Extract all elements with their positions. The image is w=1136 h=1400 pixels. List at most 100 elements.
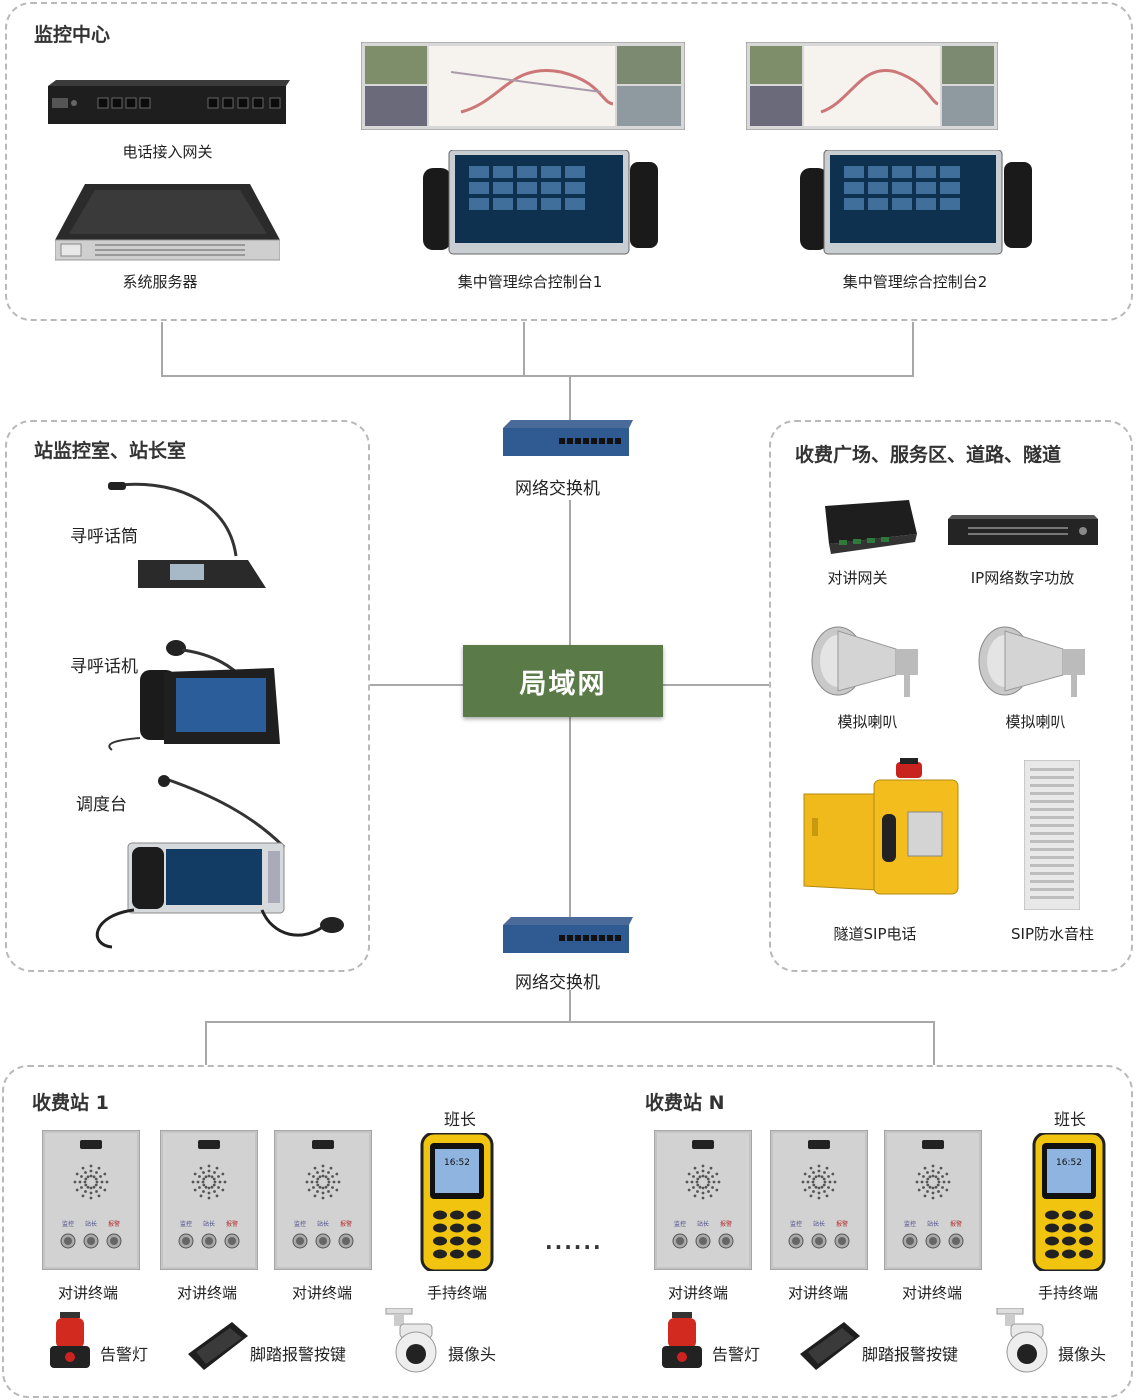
- monitoring-center-zone: [5, 2, 1133, 321]
- phone-gateway-device: [48, 80, 290, 124]
- sip-column-speaker-device: [1024, 760, 1080, 910]
- svg-text:16:52: 16:52: [444, 1158, 470, 1168]
- intercom-gateway-label: 对讲网关: [827, 569, 888, 587]
- stationN-terminal1-label: 对讲终端: [667, 1284, 728, 1302]
- alarm-light-1: [50, 1312, 90, 1368]
- dispatch-console-label: 调度台: [76, 795, 127, 815]
- link-console1: [523, 322, 525, 376]
- intercom-terminal-n-1: 监控 站长 报警: [654, 1130, 752, 1270]
- station1-handheld-label: 手持终端: [426, 1284, 487, 1302]
- monitoring-center-title: 监控中心: [34, 24, 111, 46]
- station-room-title: 站监控室、站长室: [34, 440, 187, 462]
- svg-text:站长: 站长: [927, 1220, 939, 1228]
- stationN-pedal-label: 脚踏报警按键: [862, 1345, 959, 1364]
- station1-terminal1-label: 对讲终端: [57, 1284, 118, 1302]
- intercom-terminal-1-3: 监控站长报警: [274, 1130, 372, 1270]
- console-2-label: 集中管理综合控制台2: [842, 273, 988, 291]
- intercom-terminal-1-2: 监控 站长 报警: [160, 1130, 258, 1270]
- ip-amplifier-label: IP网络数字功放: [970, 569, 1075, 587]
- console-1-device: [423, 150, 658, 255]
- link-lan-right: [663, 684, 769, 686]
- svg-text:监控: 监控: [62, 1220, 74, 1228]
- link-console2: [912, 322, 914, 376]
- paging-mic-label: 寻呼话筒: [70, 527, 138, 547]
- intercom-gateway-device: [825, 500, 917, 554]
- svg-text:监控: 监控: [674, 1220, 686, 1228]
- toll-stations-zone: [2, 1065, 1133, 1398]
- svg-text:报警: 报警: [836, 1220, 848, 1228]
- field-zone: [769, 420, 1133, 972]
- link-station1: [205, 1021, 207, 1065]
- stations-ellipsis: ······: [545, 1235, 603, 1259]
- alarm-light-n: [662, 1312, 702, 1368]
- link-switch-to-lan: [569, 500, 571, 645]
- analog-horn-1-label: 模拟喇叭: [837, 713, 898, 731]
- svg-text:站长: 站长: [697, 1220, 709, 1228]
- link-station-bus: [205, 1021, 935, 1023]
- ip-amplifier-device: [948, 515, 1098, 545]
- station1-camera-label: 摄像头: [448, 1345, 497, 1364]
- switch-bottom-device: [503, 917, 633, 953]
- video-wall-1: [361, 42, 685, 130]
- analog-horn-1: [811, 626, 918, 697]
- handheld-terminal-n: 16:52: [1032, 1133, 1106, 1271]
- camera-1: [385, 1308, 437, 1373]
- link-lan-left: [370, 684, 463, 686]
- station1-terminal3-label: 对讲终端: [291, 1284, 352, 1302]
- switch-top-label: 网络交换机: [515, 479, 600, 499]
- analog-horn-2: [978, 626, 1085, 697]
- svg-text:站长: 站长: [85, 1220, 97, 1228]
- paging-mic-device: [108, 482, 266, 588]
- tunnel-sip-phone-label: 隧道SIP电话: [833, 925, 917, 943]
- svg-text:报警: 报警: [950, 1220, 962, 1228]
- svg-text:站长: 站长: [813, 1220, 825, 1228]
- link-switch-down: [569, 990, 571, 1022]
- svg-text:监控: 监控: [904, 1220, 916, 1228]
- handheld-terminal-1: 16:52: [420, 1133, 494, 1271]
- paging-phone-device: [108, 640, 280, 751]
- link-lan-down: [569, 717, 571, 917]
- station1-terminal2-label: 对讲终端: [176, 1284, 237, 1302]
- tunnel-sip-phone-device: [803, 758, 959, 895]
- station1-pedal-label: 脚踏报警按键: [250, 1345, 347, 1364]
- station-room-zone: [5, 420, 370, 972]
- link-stationN: [933, 1021, 935, 1065]
- console-1-label: 集中管理综合控制台1: [457, 273, 603, 291]
- link-monitor-left: [161, 322, 163, 376]
- link-monitor-bus: [161, 375, 914, 377]
- stationN-title: 收费站 N: [645, 1092, 725, 1114]
- stationN-camera-label: 摄像头: [1058, 1345, 1107, 1364]
- dispatch-console-device: [95, 775, 344, 949]
- svg-text:报警: 报警: [720, 1220, 732, 1228]
- station1-alarm-light-label: 告警灯: [100, 1345, 149, 1364]
- server-label: 系统服务器: [122, 273, 198, 291]
- intercom-terminal-1-1: 监控 站长 报警: [42, 1130, 140, 1270]
- foot-pedal-n: [800, 1322, 860, 1370]
- lan-node: 局域网: [463, 645, 663, 717]
- stationN-terminal3-label: 对讲终端: [901, 1284, 962, 1302]
- foot-pedal-1: [188, 1322, 248, 1370]
- stationN-handheld-label: 手持终端: [1037, 1284, 1098, 1302]
- stationN-alarm-light-label: 告警灯: [712, 1345, 761, 1364]
- svg-text:监控: 监控: [180, 1220, 192, 1228]
- svg-text:监控: 监控: [294, 1220, 306, 1228]
- server-device: [55, 184, 280, 261]
- sip-column-speaker-label: SIP防水音柱: [1011, 925, 1094, 943]
- paging-phone-label: 寻呼话机: [70, 657, 138, 677]
- svg-text:报警: 报警: [108, 1220, 120, 1228]
- svg-text:16:52: 16:52: [1056, 1158, 1082, 1168]
- station1-title: 收费站 1: [32, 1092, 109, 1114]
- svg-text:站长: 站长: [317, 1220, 329, 1228]
- stationN-leader-label: 班长: [1053, 1110, 1086, 1129]
- switch-bottom-label: 网络交换机: [515, 973, 600, 993]
- field-title: 收费广场、服务区、道路、隧道: [795, 444, 1062, 466]
- video-wall-2: [746, 42, 998, 130]
- stationN-terminal2-label: 对讲终端: [787, 1284, 848, 1302]
- switch-top-device: [503, 420, 633, 456]
- svg-text:报警: 报警: [226, 1220, 238, 1228]
- phone-gateway-label: 电话接入网关: [122, 143, 213, 161]
- link-bus-to-switch: [569, 375, 571, 420]
- svg-text:站长: 站长: [203, 1220, 215, 1228]
- analog-horn-2-label: 模拟喇叭: [1005, 713, 1066, 731]
- console-2-device: [800, 150, 1032, 255]
